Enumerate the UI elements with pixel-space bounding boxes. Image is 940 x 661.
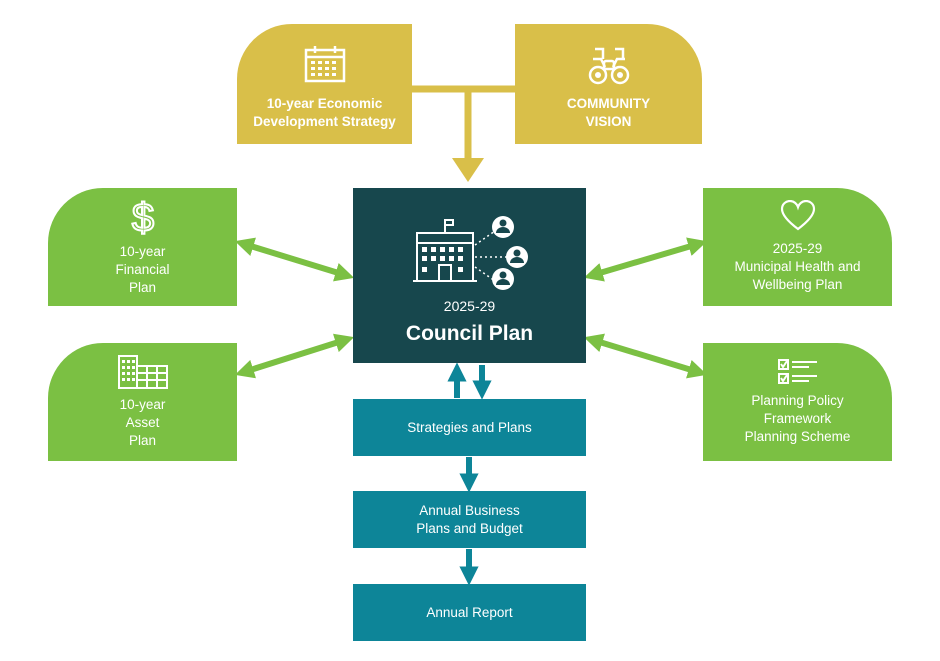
community-vision-line2: VISION (585, 114, 632, 129)
council-plan-title: Council Plan (405, 321, 534, 345)
financial-plan-line2: Financial (115, 262, 170, 277)
building-icon (117, 355, 168, 389)
business-plans-line1: Annual Business (419, 502, 520, 518)
binoculars-icon (588, 47, 629, 85)
strategies-plans-label: Strategies and Plans (407, 419, 532, 435)
checklist-icon (777, 359, 817, 384)
economic-strategy-box: 10-year Economic Development Strategy (237, 24, 412, 144)
planning-scheme-box: Planning Policy Framework Planning Schem… (703, 343, 892, 461)
health-plan-line3: Wellbeing Plan (752, 277, 843, 292)
council-plan-year: 2025-29 (443, 297, 496, 314)
health-plan-line1: 2025-29 (772, 241, 823, 256)
heart-icon (780, 200, 815, 231)
planning-scheme-line3: Planning Scheme (744, 429, 851, 444)
dollar-icon: $ (130, 197, 154, 237)
economic-strategy-line1: 10-year Economic (266, 96, 383, 111)
financial-plan-line3: Plan (128, 280, 157, 295)
asset-plan-line2: Asset (125, 415, 160, 430)
asset-plan-arrow (234, 333, 355, 379)
council-building-icon (412, 215, 528, 290)
strategies-plans-box: Strategies and Plans (353, 399, 586, 456)
community-vision-line1: COMMUNITY (566, 96, 651, 111)
planning-scheme-line1: Planning Policy (751, 393, 844, 408)
annual-report-label: Annual Report (426, 604, 513, 620)
asset-plan-line3: Plan (128, 433, 157, 448)
council-plan-box: 2025-29 Council Plan (353, 188, 586, 363)
financial-plan-arrow (234, 237, 355, 282)
community-vision-box: COMMUNITY VISION (515, 24, 702, 144)
financial-plan-box: $ 10-year Financial Plan (48, 188, 237, 306)
health-plan-box: 2025-29 Municipal Health and Wellbeing P… (703, 188, 892, 306)
health-plan-arrow (583, 237, 708, 282)
business-plans-line2: Plans and Budget (416, 520, 523, 536)
asset-plan-line1: 10-year (119, 397, 166, 412)
planning-scheme-arrow (583, 333, 708, 379)
economic-strategy-line2: Development Strategy (253, 114, 396, 129)
health-plan-line2: Municipal Health and (734, 259, 861, 274)
annual-report-box: Annual Report (353, 584, 586, 641)
calendar-icon (304, 46, 345, 83)
gold-merge-arrow (412, 85, 515, 182)
svg-text:$: $ (131, 197, 153, 237)
financial-plan-line1: 10-year (119, 244, 166, 259)
business-plans-box: Annual Business Plans and Budget (353, 491, 586, 548)
planning-scheme-line2: Framework (763, 411, 832, 426)
asset-plan-box: 10-year Asset Plan (48, 343, 237, 461)
